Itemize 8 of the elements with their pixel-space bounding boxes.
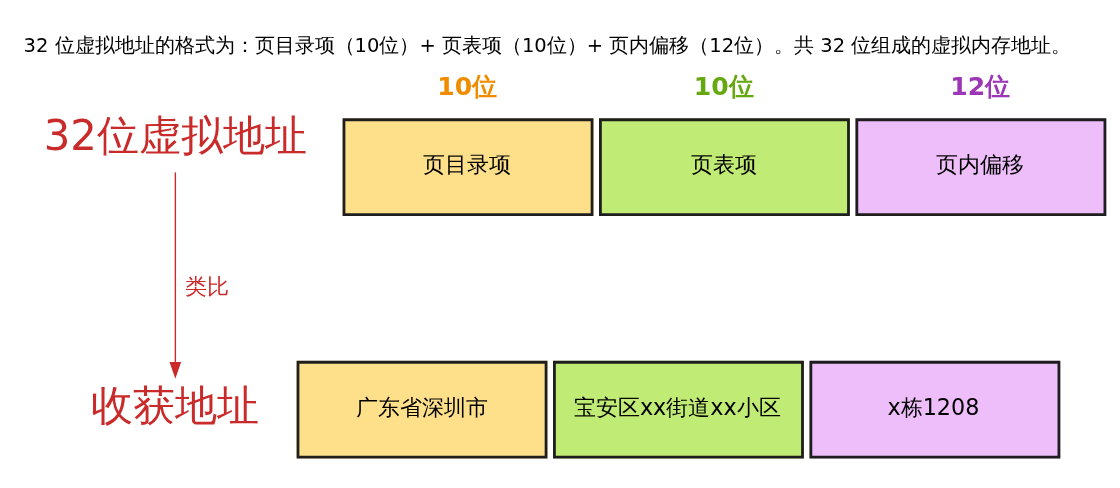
node-label: 10位: [693, 71, 754, 101]
node-text: 收获地址: [91, 380, 260, 430]
arrow: [169, 171, 182, 379]
node-label: 10位: [437, 71, 498, 101]
diagram-title: 32 位虚拟地址的格式为：页目录项（10位）+ 页表项（10位）+ 页内偏移（12位）。共 32 位组成的虚拟内存地址。: [23, 33, 1072, 57]
node-label: 12位: [950, 71, 1011, 101]
edge-label: 类比: [185, 272, 230, 299]
node-text: 32位虚拟地址: [43, 110, 307, 160]
